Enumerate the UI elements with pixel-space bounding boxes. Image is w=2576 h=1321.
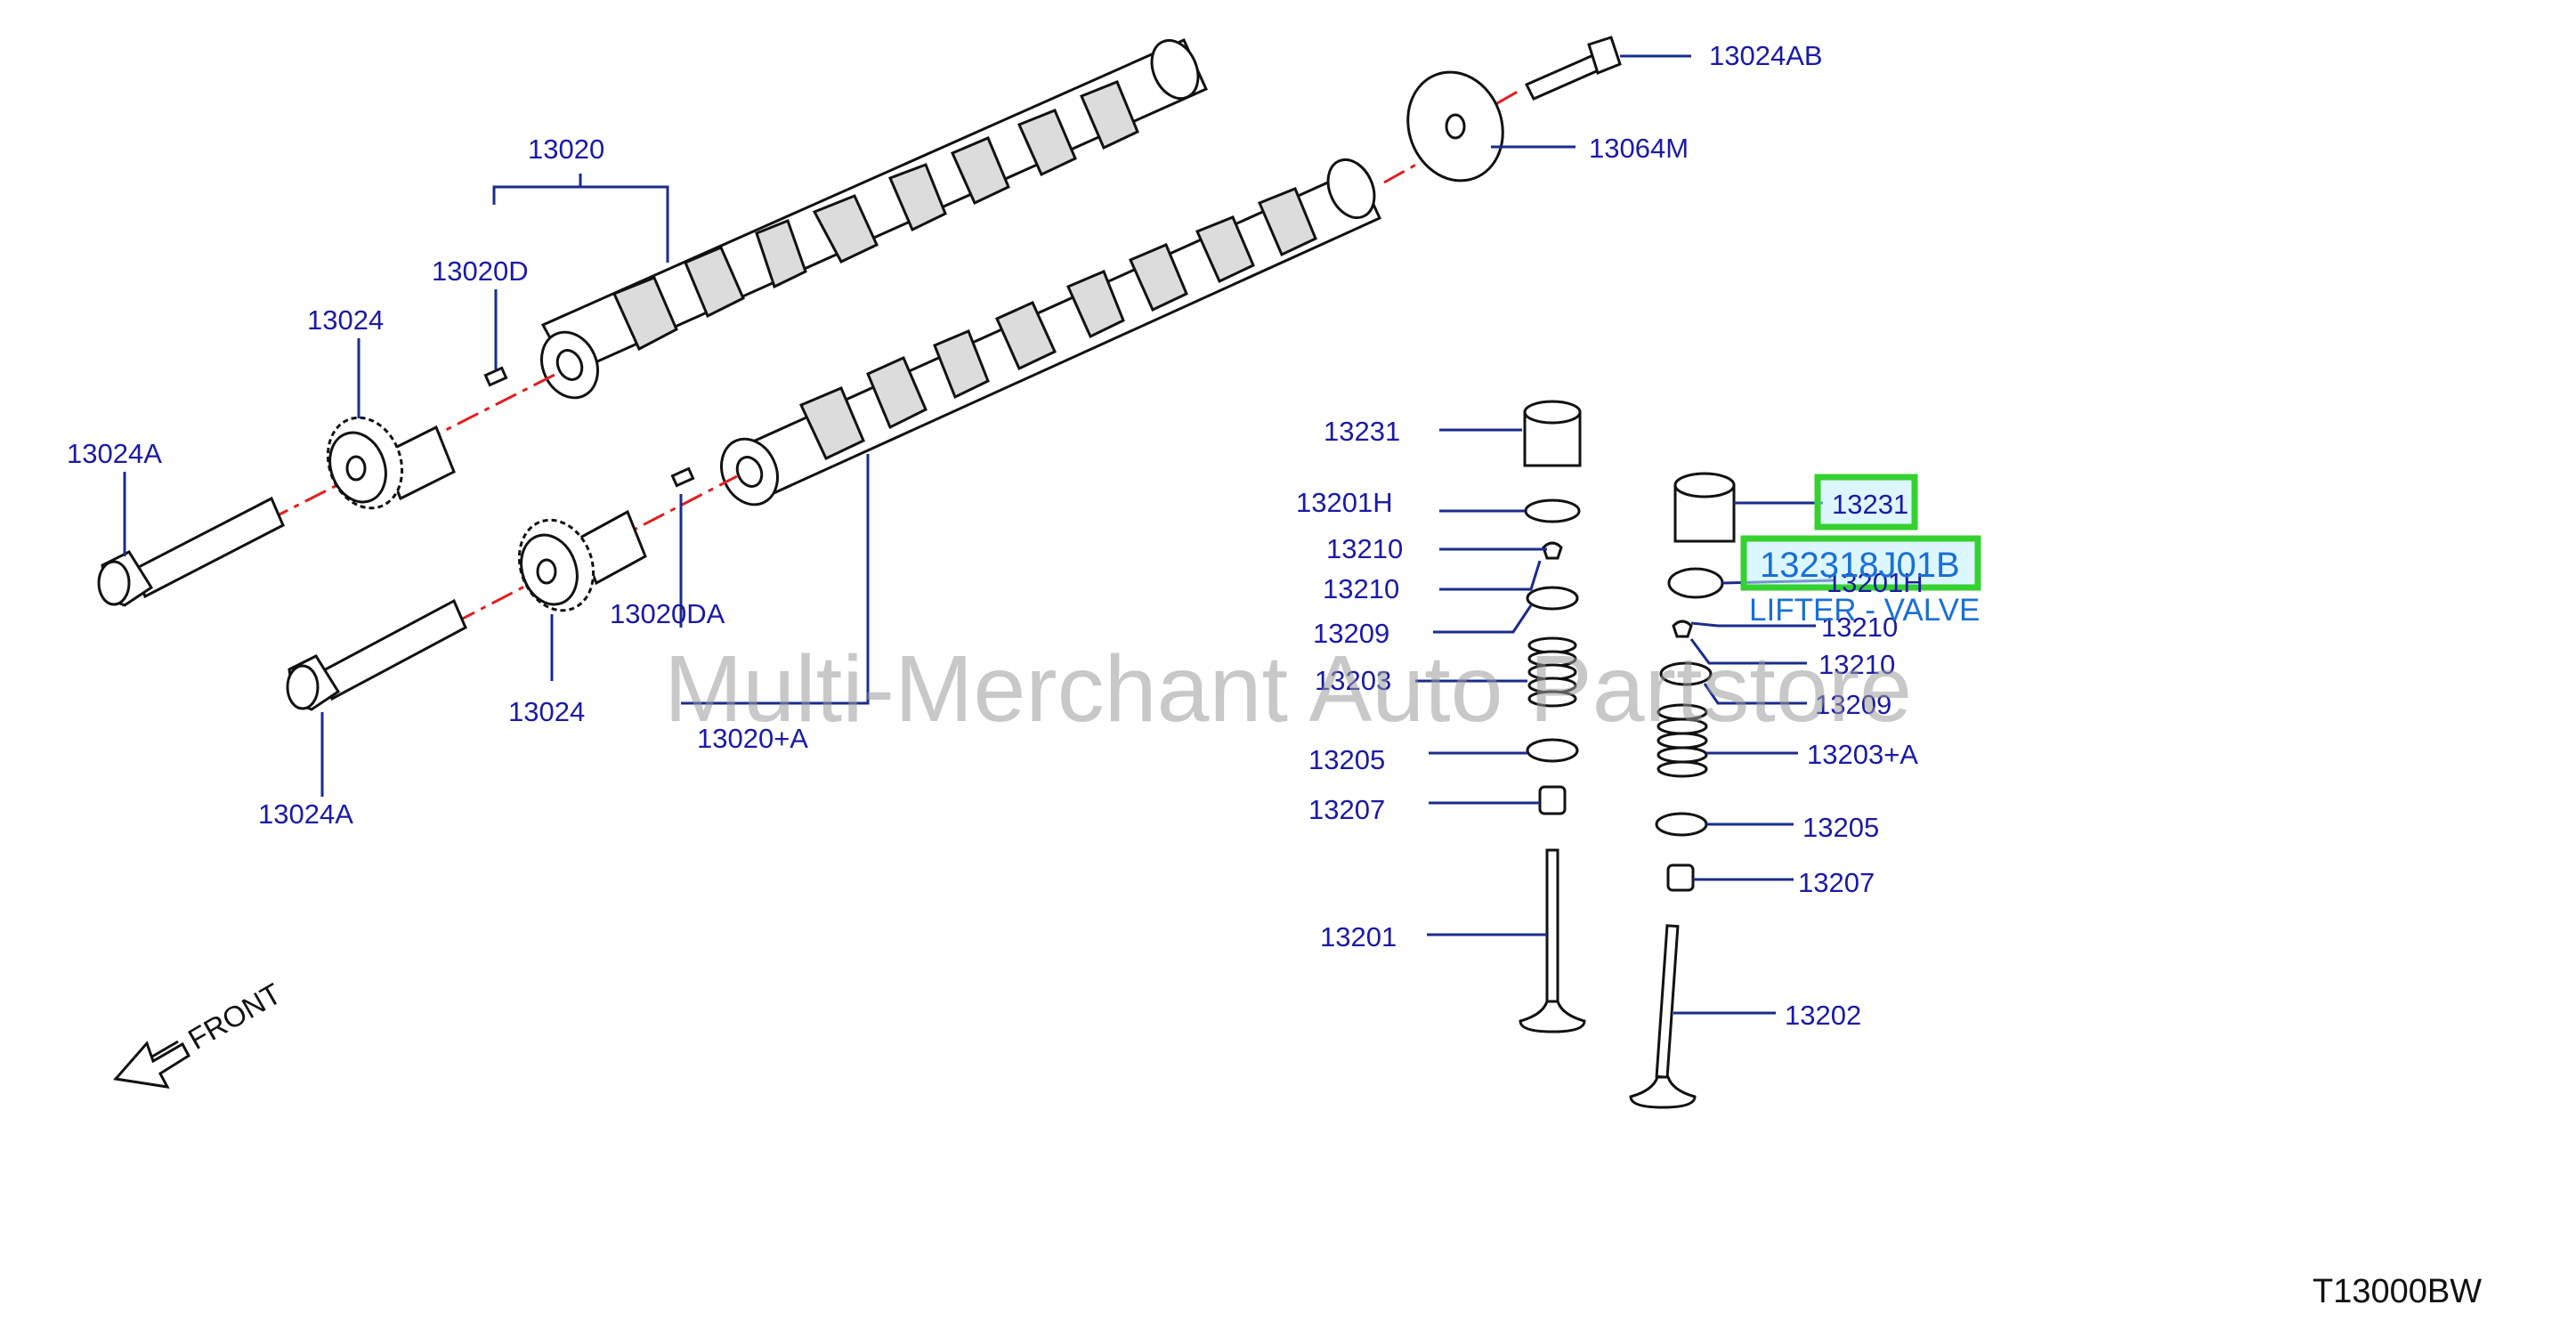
upper-camshaft-rear-journal [1150,38,1200,101]
upper-camshaft-bolt[interactable] [97,496,285,607]
highlight-description: LIFTER - VALVE [1749,593,1980,628]
front-label: FRONT [182,977,287,1056]
label-valve-right[interactable]: 13202 [1785,1000,1861,1031]
label-collet-left-b[interactable]: 13210 [1323,573,1399,604]
label-retainer-right[interactable]: 13209 [1815,689,1891,720]
upper-bolt-face [97,560,131,606]
lower-cam-lobe [1129,243,1188,312]
label-dowel-upper[interactable]: 13020D [432,255,529,287]
label-shim-left[interactable]: 13201H [1296,487,1393,518]
right-retainer[interactable] [1659,661,1713,686]
upper-dowel-pin[interactable] [483,366,508,387]
leader-lines [123,54,1835,1015]
upper-cam-lobe [612,276,678,352]
lower-camshaft-rear-journal [1326,158,1376,220]
right-lifter-top [1673,472,1736,498]
top-bolt-head [1587,36,1622,75]
label-shim-right[interactable]: 13201H [1827,567,1924,598]
label-seat-right[interactable]: 13205 [1802,812,1879,843]
left-shim[interactable] [1524,498,1581,523]
label-spring-right[interactable]: 13203+A [1807,739,1918,770]
label-collet-left-a[interactable]: 13210 [1326,533,1403,564]
top-bolt-shank [1524,53,1603,101]
label-bolt-upper[interactable]: 13024A [67,438,162,469]
lower-cam-lobe [866,356,928,430]
lower-cam-lobe [933,329,990,400]
label-bolt-top[interactable]: 13024AB [1709,40,1823,71]
left-retainer[interactable] [1526,586,1579,611]
lower-bolt-face [286,664,320,710]
right-valve-seal[interactable] [1666,863,1695,892]
lower-sprocket-bore [536,558,557,585]
label-lifter-left[interactable]: 13231 [1324,416,1400,447]
lower-camshaft-bolt[interactable] [286,598,467,711]
right-valve-head [1629,1075,1697,1109]
upper-bolt-shank [132,496,285,599]
signal-plate[interactable] [1393,59,1518,194]
label-collet-right-b[interactable]: 13210 [1819,649,1895,680]
upper-cam-lobe [887,163,947,232]
upper-cam-lobe [755,219,807,289]
label-dowel-lower[interactable]: 13020DA [610,598,725,629]
upper-cam-lobe [1080,80,1139,150]
highlight-box-lifter[interactable] [1814,474,1918,531]
lower-sprocket[interactable] [507,509,647,620]
front-arrow-icon [113,1040,190,1089]
label-seat-left[interactable]: 13205 [1308,744,1385,775]
right-spring[interactable] [1657,703,1708,778]
label-sprocket-upper[interactable]: 13024 [307,304,384,336]
lower-camshaft-bore [735,456,764,488]
lower-dowel-pin[interactable] [670,466,695,488]
label-lifter-right[interactable]: 13231 [1832,489,1908,520]
left-collet-a[interactable] [1542,541,1563,560]
label-seal-right[interactable]: 13207 [1798,867,1875,898]
label-spring-left[interactable]: 13203 [1315,665,1391,696]
label-valve-left[interactable]: 13201 [1320,921,1397,952]
label-camshaft-set[interactable]: 13020 [528,134,604,165]
watermark-text: Multi-Merchant Auto Partstore [664,636,1912,742]
left-spring[interactable] [1527,636,1577,708]
lower-bolt-shank [319,598,467,701]
lower-cam-lobe [995,301,1057,371]
label-plate-top[interactable]: 13064M [1589,133,1689,164]
left-valve-stem[interactable] [1545,848,1559,1003]
highlight-part-number[interactable]: 132318J01B [1760,546,1960,585]
lower-camshaft[interactable] [711,152,1383,514]
signal-plate-bore [1445,113,1466,140]
lower-cam-lobe [798,386,865,461]
label-retainer-left[interactable]: 13209 [1313,618,1389,649]
top-bolt[interactable] [1524,36,1622,101]
lower-cam-lobe [1195,215,1255,284]
label-seal-left[interactable]: 13207 [1308,794,1385,825]
upper-camshaft-bore [555,349,584,381]
highlight-box-part-number[interactable] [1740,535,1981,591]
label-camshaft-lower[interactable]: 13020+A [697,723,808,754]
upper-camshaft[interactable] [531,33,1208,407]
right-valve-stem[interactable] [1655,924,1680,1079]
upper-cam-lobe [1017,109,1077,177]
upper-cam-lobe [684,246,745,319]
label-bolt-lower[interactable]: 13024A [258,798,353,830]
diagram-code: T13000BW [2313,1273,2482,1310]
left-valve-head [1519,1000,1586,1033]
lower-cam-lobe [1066,270,1125,339]
left-valve-stack [1519,400,1586,1033]
upper-cam-lobe [812,194,879,263]
left-lifter-top [1523,400,1582,425]
right-shim[interactable] [1667,567,1724,599]
lower-cam-lobe [1258,187,1317,257]
left-spring-seat[interactable] [1526,738,1579,763]
upper-sprocket-bore [345,455,367,482]
right-collet-a[interactable] [1672,620,1693,638]
label-sprocket-lower[interactable]: 13024 [508,696,585,727]
right-spring-seat[interactable] [1655,812,1708,837]
upper-cam-lobe [951,136,1010,206]
label-collet-right-a[interactable]: 13210 [1821,612,1898,643]
upper-sprocket[interactable] [316,407,456,518]
left-valve-seal[interactable] [1538,785,1567,815]
